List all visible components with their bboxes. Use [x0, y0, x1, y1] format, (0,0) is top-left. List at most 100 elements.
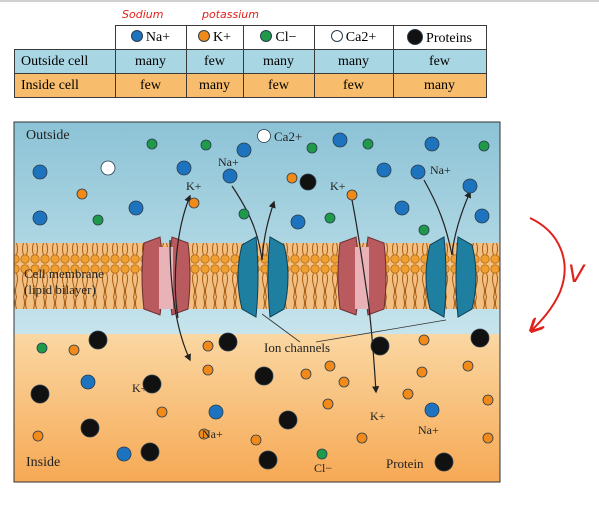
calcium-dot-icon: [330, 29, 343, 42]
na-ion: [394, 200, 410, 216]
arrow-k-in-left: [169, 239, 191, 362]
protein: [299, 173, 317, 191]
cl-ion: [200, 139, 212, 151]
k-ion: [300, 368, 312, 380]
protein: [370, 336, 390, 356]
cl-ion: [146, 138, 158, 150]
header-proteins-label: Proteins: [426, 30, 472, 46]
k-ion: [462, 360, 474, 372]
label-chloride: Cl−: [314, 461, 332, 475]
ion-channels-pointer-left: [261, 313, 301, 343]
k-ion: [322, 398, 334, 410]
label-k-left-top: K+: [186, 179, 202, 193]
cell-inside-sodium: few: [114, 73, 187, 98]
cl-ion: [306, 142, 318, 154]
cell-inside-proteins: many: [392, 73, 487, 98]
protein: [142, 374, 162, 394]
na-ion: [32, 164, 48, 180]
na-ion: [290, 214, 306, 230]
k-ion: [356, 432, 368, 444]
label-ion-channels: Ion channels: [264, 340, 330, 355]
k-ion: [202, 340, 214, 352]
label-calcium: Ca2+: [274, 129, 302, 144]
k-ion: [418, 334, 430, 346]
k-ion: [188, 197, 200, 209]
row-label-inside: Inside cell: [14, 73, 116, 98]
cell-outside-potassium: few: [185, 49, 244, 74]
handwritten-arrow: [530, 217, 566, 330]
protein: [470, 328, 490, 348]
label-na-left: Na+: [218, 155, 239, 169]
cell-inside-potassium: many: [185, 73, 244, 98]
intracellular-fluid: [14, 334, 500, 482]
k-channel-left: [141, 236, 191, 316]
arrow-na-left-b: [261, 200, 276, 261]
header-potassium: K+: [185, 25, 244, 50]
cell-outside-sodium: many: [114, 49, 187, 74]
na-channel-left: [237, 236, 289, 318]
protein: [258, 450, 278, 470]
label-na-inside-right: Na+: [418, 423, 439, 437]
table-header-row: Na+ K+ Cl− Ca2+ Proteins: [15, 25, 487, 50]
cell-inside-calcium: few: [313, 73, 394, 98]
label-outside: Outside: [26, 128, 70, 143]
k-ion: [32, 430, 44, 442]
protein: [88, 330, 108, 350]
ca-ion: [257, 129, 271, 143]
k-ion: [402, 388, 414, 400]
header-sodium: Na+: [114, 25, 187, 50]
k-ion: [156, 406, 168, 418]
potassium-dot-icon: [197, 29, 210, 42]
header-proteins: Proteins: [392, 25, 487, 50]
k-channel-right: [337, 236, 387, 316]
cl-ion: [36, 342, 48, 354]
arrow-k-out-left: [174, 194, 192, 319]
label-membrane-1: Cell membrane: [24, 266, 104, 281]
label-k-inside-left: K+: [132, 381, 148, 395]
cl-ion: [238, 208, 250, 220]
arrow-na-right-a: [423, 179, 453, 256]
header-chloride-label: Cl−: [275, 29, 297, 45]
na-ion: [236, 142, 252, 158]
cl-ion: [418, 224, 430, 236]
na-ion: [376, 162, 392, 178]
k-ion: [324, 360, 336, 372]
k-ion: [250, 434, 262, 446]
header-calcium: Ca2+: [313, 25, 394, 50]
chloride-dot-icon: [260, 29, 273, 42]
protein: [434, 452, 454, 472]
label-na-inside-left: Na+: [202, 427, 223, 441]
inside-ions: [30, 328, 494, 472]
cl-ion: [478, 140, 490, 152]
arrow-na-left-a: [231, 185, 263, 261]
cell-inside-chloride: few: [242, 73, 315, 98]
cell-outside-proteins: few: [392, 49, 487, 74]
protein: [30, 384, 50, 404]
na-channel-right: [425, 236, 477, 318]
na-ion: [80, 374, 96, 390]
top-divider: [0, 0, 599, 2]
cell-outside-chloride: many: [242, 49, 315, 74]
cl-ion: [362, 138, 374, 150]
k-ion: [286, 172, 298, 184]
na-ion: [128, 200, 144, 216]
handwritten-note: V: [568, 260, 586, 288]
protein: [218, 332, 238, 352]
label-membrane-2: (lipid bilayer): [24, 282, 96, 297]
protein: [278, 410, 298, 430]
label-na-right: Na+: [430, 163, 451, 177]
k-ion: [202, 364, 214, 376]
table-row-outside: Outside cell many few many many few: [14, 49, 487, 74]
sodium-dot-icon: [130, 29, 143, 42]
na-ion: [222, 168, 238, 184]
row-label-outside: Outside cell: [14, 49, 116, 74]
header-potassium-label: K+: [212, 29, 231, 45]
k-ion: [198, 428, 210, 440]
na-ion: [208, 404, 224, 420]
k-ion: [68, 344, 80, 356]
k-ion: [338, 376, 350, 388]
header-chloride: Cl−: [242, 25, 315, 50]
na-ion: [332, 132, 348, 148]
label-k-right-top: K+: [330, 179, 346, 193]
